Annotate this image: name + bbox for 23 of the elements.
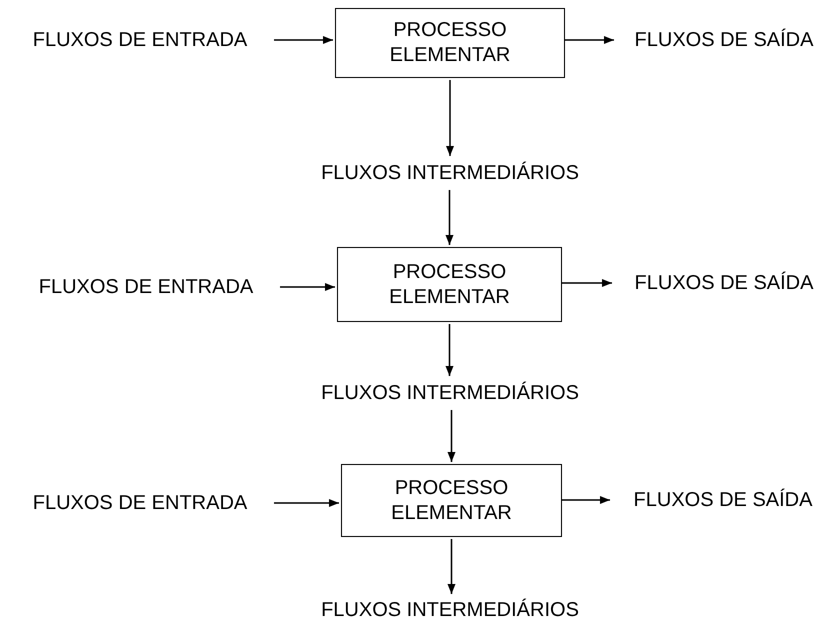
arrow (274, 499, 339, 507)
flow-label: FLUXOS DE ENTRADA (12, 273, 280, 301)
process-box: PROCESSO ELEMENTAR (341, 464, 562, 537)
flow-label: FLUXOS INTERMEDIÁRIOS (292, 596, 608, 624)
arrow (565, 36, 614, 44)
arrow (446, 190, 454, 245)
arrow (562, 279, 612, 287)
process-box: PROCESSO ELEMENTAR (335, 8, 565, 78)
arrow (274, 36, 333, 44)
flow-label: FLUXOS INTERMEDIÁRIOS (292, 378, 608, 408)
flow-label: FLUXOS INTERMEDIÁRIOS (292, 158, 608, 188)
flow-label: FLUXOS DE ENTRADA (6, 26, 274, 54)
flow-label: FLUXOS DE SAÍDA (614, 269, 834, 297)
arrow (446, 80, 454, 156)
arrow (448, 410, 456, 462)
flow-label: FLUXOS DE ENTRADA (6, 489, 274, 517)
arrow (280, 283, 335, 291)
arrow (446, 324, 454, 376)
flow-label: FLUXOS DE SAÍDA (612, 486, 834, 514)
flow-label: FLUXOS DE SAÍDA (616, 26, 832, 54)
process-box: PROCESSO ELEMENTAR (337, 247, 562, 322)
arrow (562, 496, 610, 504)
arrow (448, 539, 456, 594)
